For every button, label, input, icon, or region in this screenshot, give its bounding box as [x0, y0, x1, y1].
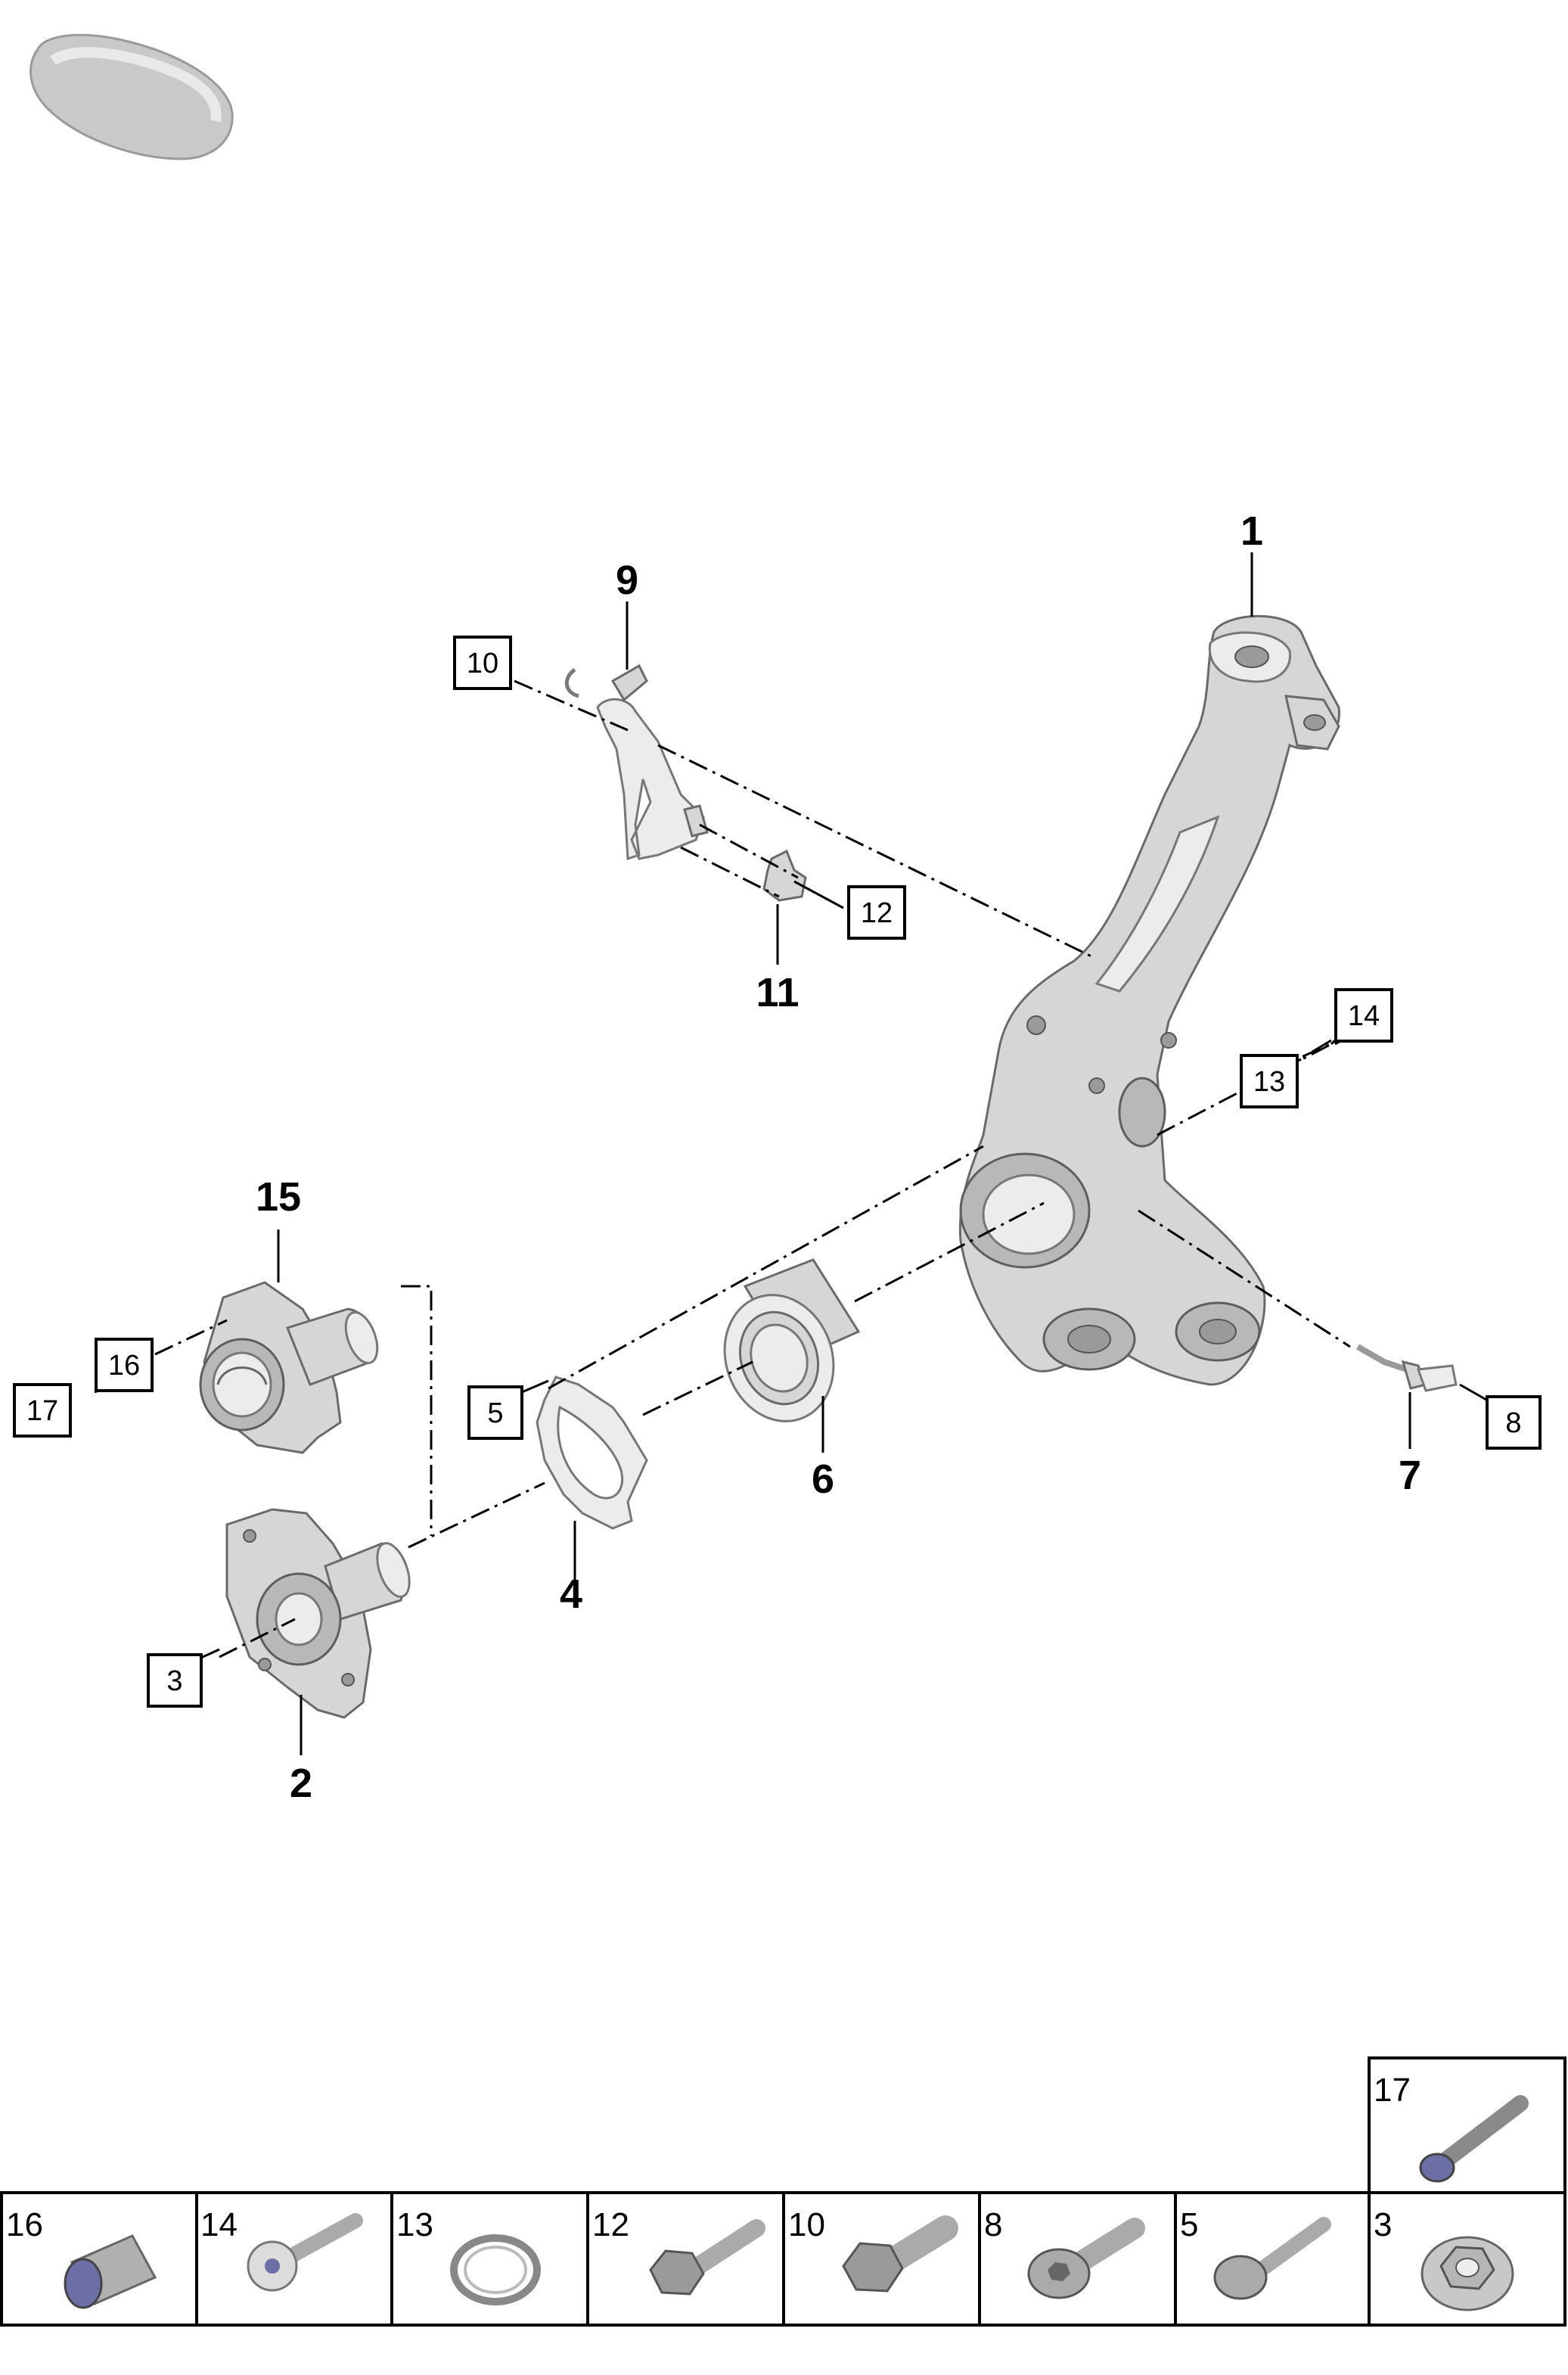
socket-head-bolt-icon	[1027, 2218, 1145, 2299]
retaining-clip-11	[762, 849, 807, 902]
callout-11: 11	[756, 970, 799, 1015]
legend-cell-10: 10	[782, 2191, 981, 2327]
collar-nut-icon	[1421, 2236, 1514, 2311]
box-17: 17	[13, 1383, 72, 1438]
svg-text:8: 8	[984, 2206, 1002, 2243]
brake-hose-bracket	[564, 664, 709, 861]
callout-9: 9	[616, 558, 638, 603]
svg-text:10: 10	[788, 2206, 825, 2243]
flange-bolt-icon	[1213, 2217, 1331, 2300]
wheel-bearing	[723, 1258, 861, 1422]
steering-knuckle	[958, 614, 1340, 1386]
svg-text:12: 12	[861, 897, 893, 929]
legend-cell-3: 3	[1368, 2191, 1566, 2327]
part-callouts: 1 9 11 15 2 4 6 7	[256, 508, 1421, 1806]
legend-cell-12: 12	[586, 2191, 785, 2327]
callout-7: 7	[1399, 1453, 1421, 1498]
svg-text:16: 16	[108, 1350, 140, 1382]
bolt-icon	[1419, 2095, 1529, 2183]
legend-cell-16: 16	[0, 2191, 198, 2327]
svg-text:3: 3	[1374, 2206, 1392, 2243]
box-16: 16	[95, 1338, 154, 1392]
box-8: 8	[1486, 1395, 1542, 1450]
svg-text:14: 14	[1348, 1000, 1380, 1032]
legend-cell-13: 13	[390, 2191, 589, 2327]
legend-cell-8: 8	[978, 2191, 1177, 2327]
boxed-callouts: 10 12 14 13 16 17 5 8	[13, 636, 1542, 1708]
hex-bolt-icon	[842, 2215, 958, 2293]
svg-text:17: 17	[26, 1395, 58, 1427]
hex-bolt-icon	[649, 2219, 765, 2296]
box-10: 10	[453, 636, 512, 690]
svg-text:12: 12	[592, 2206, 629, 2243]
svg-text:16: 16	[6, 2206, 43, 2243]
wear-sensor	[1356, 1344, 1458, 1392]
svg-text:5: 5	[1180, 2206, 1198, 2243]
svg-text:10: 10	[467, 648, 498, 679]
box-5: 5	[467, 1385, 523, 1440]
svg-text:5: 5	[487, 1397, 503, 1429]
callout-4: 4	[560, 1571, 582, 1617]
box-14: 14	[1334, 988, 1393, 1043]
legend-cell-14: 14	[195, 2191, 393, 2327]
callout-15: 15	[256, 1174, 301, 1220]
legend-cell-5: 5	[1174, 2191, 1371, 2327]
legend-cell-17: 17	[1368, 2056, 1566, 2194]
callout-2: 2	[290, 1761, 312, 1806]
vehicle-thumbnail-icon	[29, 33, 234, 160]
callout-1: 1	[1240, 508, 1263, 554]
svg-text:14: 14	[200, 2206, 238, 2243]
svg-text:13: 13	[396, 2206, 433, 2243]
svg-text:13: 13	[1253, 1066, 1285, 1098]
wheel-hub-upper	[199, 1281, 379, 1454]
svg-text:17: 17	[1374, 2072, 1411, 2109]
snap-ring-icon	[450, 2234, 541, 2305]
callout-6: 6	[812, 1456, 834, 1502]
fastener-legend: 17 16 14 13	[0, 2056, 1566, 2327]
cover-plate	[536, 1376, 648, 1530]
box-3: 3	[147, 1653, 203, 1708]
svg-text:3: 3	[166, 1665, 182, 1697]
box-13: 13	[1240, 1054, 1299, 1108]
box-12: 12	[847, 885, 906, 940]
svg-text:8: 8	[1505, 1407, 1521, 1439]
flange-bolt-icon	[247, 2213, 363, 2292]
sleeve-nut-icon	[64, 2234, 157, 2309]
wheel-hub-lower	[225, 1508, 411, 1719]
